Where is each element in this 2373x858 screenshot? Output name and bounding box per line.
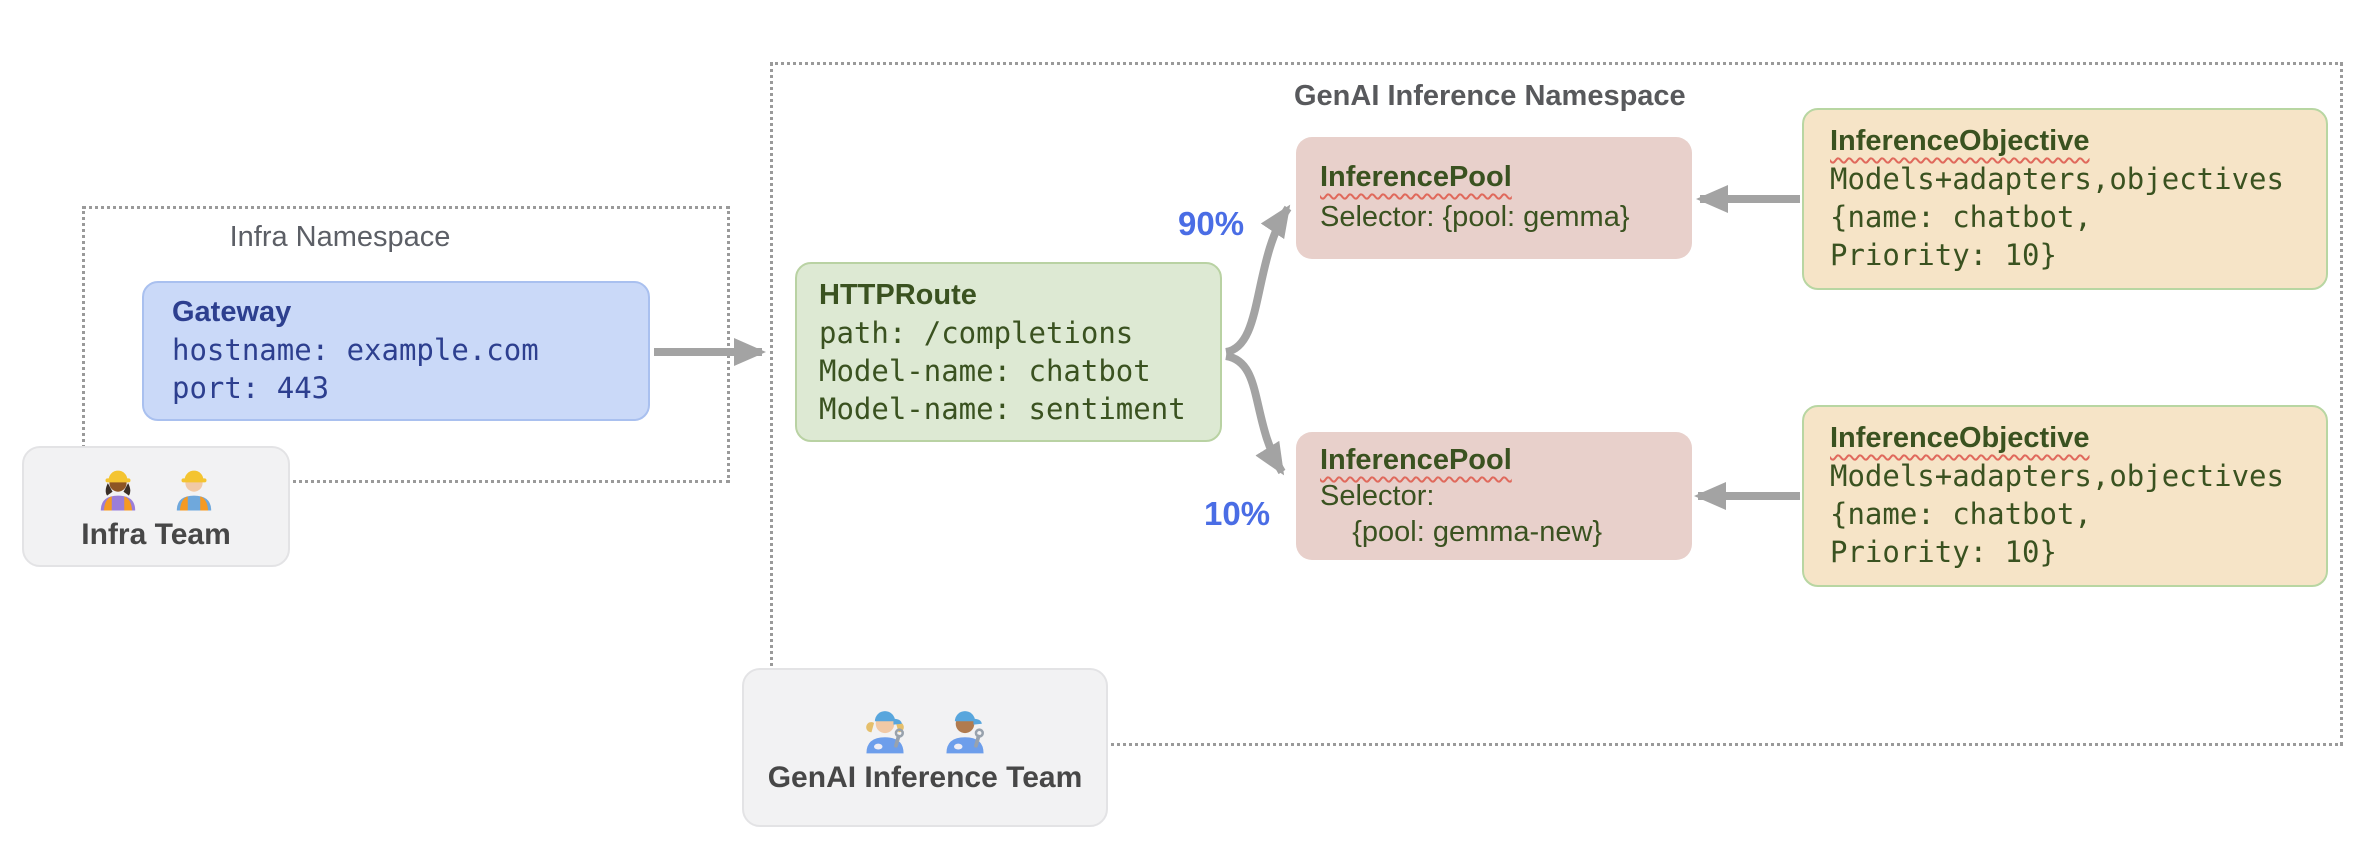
httproute-title: HTTPRoute	[819, 279, 977, 311]
inference-pool-top-node: InferencePool Selector: {pool: gemma}	[1296, 137, 1692, 259]
inference-pool-top-selector: Selector: {pool: gemma}	[1320, 201, 1630, 233]
gateway-node: Gateway hostname: example.com port: 443	[142, 281, 650, 421]
gateway-port: port: 443	[172, 371, 330, 405]
httproute-node: HTTPRoute path: /completions Model-name:…	[795, 262, 1222, 442]
inference-objective-bottom-title: InferenceObjective	[1830, 419, 2300, 457]
inference-objective-bottom-node: InferenceObjective Models+adapters,objec…	[1802, 405, 2328, 587]
man-construction-worker-icon	[176, 470, 212, 510]
traffic-split-label-90: 90%	[1178, 205, 1245, 242]
genai-team-label: GenAI Inference Team	[767, 760, 1083, 794]
inference-objective-top-line-1: Models+adapters,objectives	[1830, 162, 2284, 196]
genai-namespace-title: GenAI Inference Namespace	[1294, 80, 1686, 112]
gateway-hostname: hostname: example.com	[172, 333, 539, 367]
woman-mechanic-icon	[866, 710, 904, 753]
inference-objective-top-node: InferenceObjective Models+adapters,objec…	[1802, 108, 2328, 290]
gateway-title: Gateway	[172, 296, 292, 328]
infra-namespace-box	[82, 206, 730, 483]
inference-objective-bottom-line-3: Priority: 10}	[1830, 535, 2057, 569]
inference-pool-top-title: InferencePool	[1320, 157, 1668, 197]
woman-construction-worker-icon	[100, 470, 136, 510]
inference-objective-bottom-title-text: InferenceObjective	[1830, 422, 2090, 454]
infra-team-label: Infra Team	[81, 517, 231, 551]
traffic-split-label-10: 10%	[1204, 495, 1271, 532]
httproute-model-chatbot: Model-name: chatbot	[819, 354, 1151, 388]
genai-namespace-box	[770, 62, 2343, 746]
inference-objective-top-title: InferenceObjective	[1830, 122, 2300, 160]
inference-pool-bottom-title: InferencePool	[1320, 442, 1668, 478]
genai-team-icons	[858, 701, 992, 755]
httproute-path: path: /completions	[819, 316, 1134, 350]
inference-objective-bottom-line-1: Models+adapters,objectives	[1830, 459, 2284, 493]
inference-objective-top-line-2: {name: chatbot,	[1830, 200, 2092, 234]
inference-objective-top-line-3: Priority: 10}	[1830, 238, 2057, 272]
infra-team-icons	[93, 462, 219, 512]
inference-pool-bottom-selector-value: {pool: gemma-new}	[1320, 516, 1603, 548]
infra-team-card: Infra Team	[22, 446, 290, 567]
httproute-model-sentiment: Model-name: sentiment	[819, 392, 1186, 426]
inference-pool-top-title-text: InferencePool	[1320, 161, 1512, 193]
infra-namespace-title: Infra Namespace	[229, 221, 451, 253]
inference-pool-bottom-title-text: InferencePool	[1320, 444, 1512, 476]
genai-team-card: GenAI Inference Team	[742, 668, 1108, 827]
inference-objective-bottom-line-2: {name: chatbot,	[1830, 497, 2092, 531]
inference-objective-top-title-text: InferenceObjective	[1830, 125, 2090, 157]
inference-pool-bottom-node: InferencePool Selector: {pool: gemma-new…	[1296, 432, 1692, 560]
man-mechanic-icon	[946, 710, 984, 753]
inference-pool-bottom-selector: Selector:	[1320, 480, 1435, 512]
